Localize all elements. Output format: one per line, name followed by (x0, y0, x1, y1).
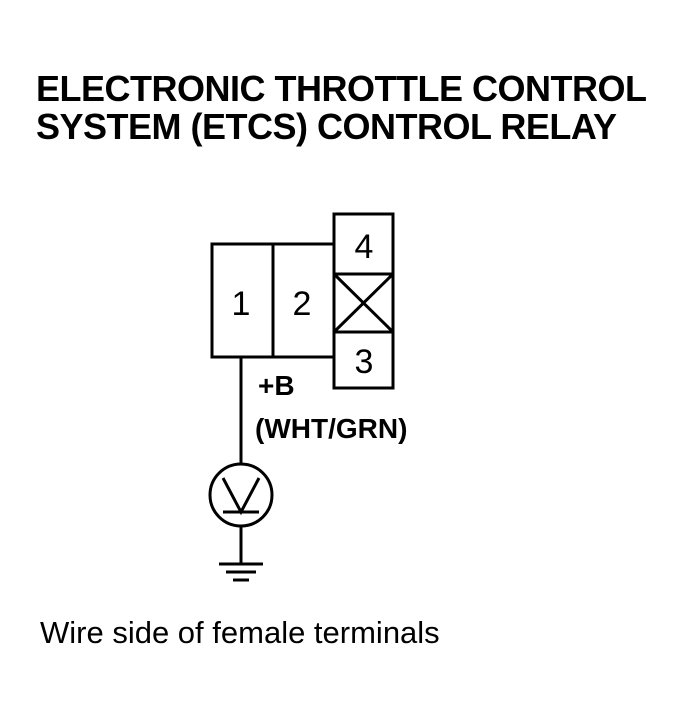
blocked-cavity-icon (332, 272, 395, 334)
voltmeter-icon (208, 462, 274, 528)
wire-color-label: (WHT/GRN) (255, 413, 407, 444)
connector-right-column (332, 212, 395, 390)
terminal-4-label: 4 (355, 228, 374, 266)
diagram-caption: Wire side of female terminals (40, 615, 440, 650)
wire-signal-label: +B (258, 370, 295, 401)
terminal-1-label: 1 (232, 285, 251, 323)
diagram-title: ELECTRONIC THROTTLE CONTROL SYSTEM (ETCS… (36, 70, 656, 146)
terminal-3-label: 3 (355, 343, 374, 381)
ground-icon (219, 562, 263, 582)
title-line-2: SYSTEM (ETCS) CONTROL RELAY (36, 106, 617, 147)
connector-body (210, 212, 395, 390)
terminal-2-label: 2 (293, 285, 312, 323)
title-line-1: ELECTRONIC THROTTLE CONTROL (36, 68, 647, 109)
